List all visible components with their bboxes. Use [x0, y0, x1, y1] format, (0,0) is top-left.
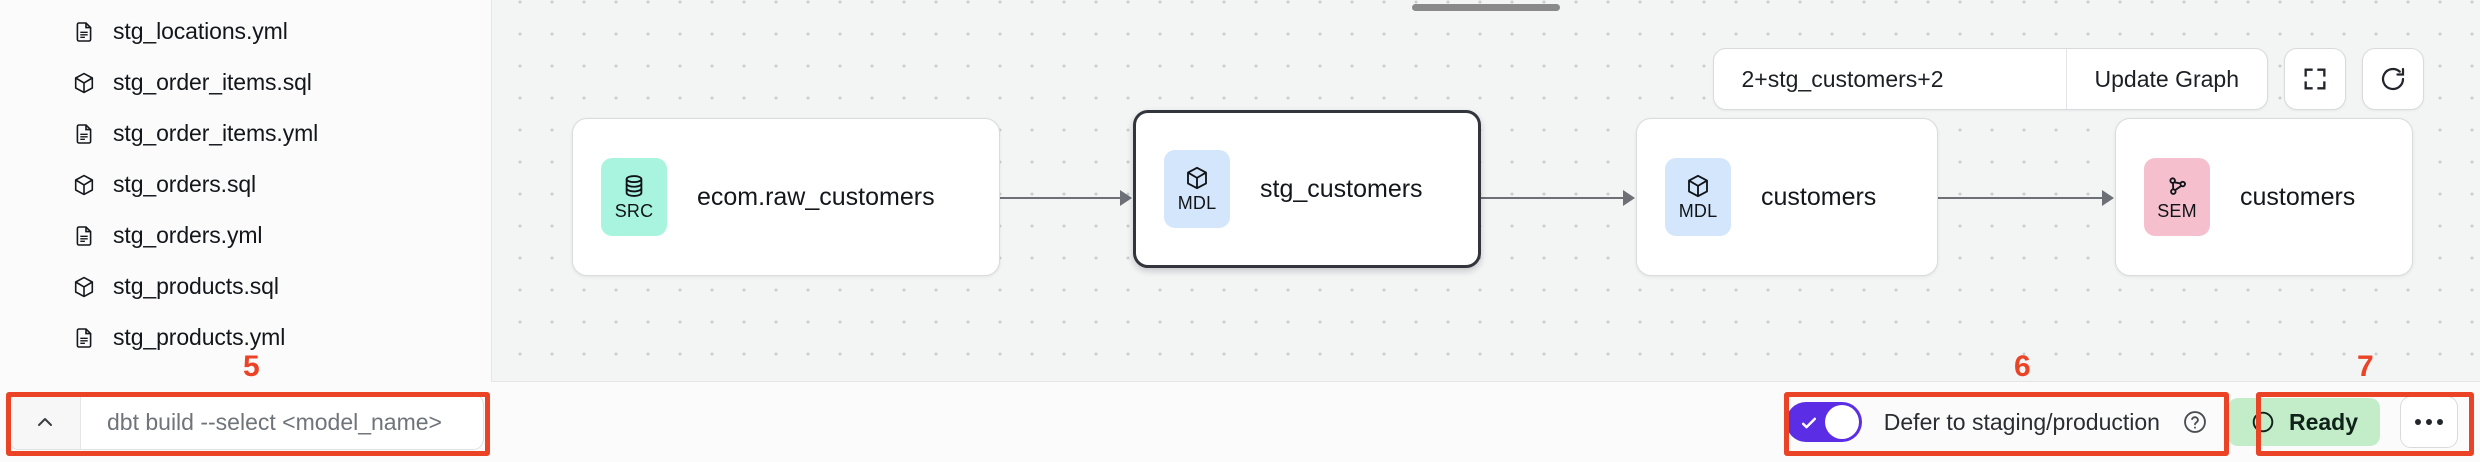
bottom-bar: Defer to staging/production Ready — [0, 382, 2480, 462]
graph-edge — [1000, 197, 1121, 199]
more-options-button[interactable] — [2400, 396, 2458, 448]
command-bar — [8, 394, 484, 450]
command-expand-button[interactable] — [9, 395, 81, 449]
dbt-command-input[interactable] — [81, 395, 483, 449]
command-bar-wrap — [0, 382, 492, 462]
database-icon — [625, 174, 643, 197]
node-label: customers — [1761, 182, 1877, 211]
graph-edge — [1481, 197, 1624, 199]
fullscreen-icon — [2304, 68, 2326, 90]
file-explorer-sidebar[interactable]: stg_locations.yml stg_order_items.sql st… — [0, 0, 492, 382]
status-label: Ready — [2288, 408, 2358, 435]
node-type-badge: MDL — [1665, 158, 1731, 236]
file-list-item-label: stg_orders.yml — [113, 222, 263, 248]
chevron-up-icon — [37, 418, 52, 426]
node-type-badge: SRC — [601, 158, 667, 236]
node-type-label: MDL — [1177, 192, 1217, 213]
graph-node-mdl[interactable]: MDL customers — [1636, 118, 1938, 276]
file-list-item[interactable]: stg_locations.yml — [0, 6, 491, 57]
yml-file-icon — [76, 327, 92, 348]
graph-toolbar: Update Graph — [1712, 48, 2424, 110]
file-list-item-label: stg_products.yml — [113, 324, 286, 350]
defer-label: Defer to staging/production — [1883, 408, 2160, 435]
graph-selector-group: Update Graph — [1712, 48, 2268, 110]
file-list-item[interactable]: stg_orders.yml — [0, 210, 491, 261]
fullscreen-button[interactable] — [2284, 48, 2346, 110]
more-dot — [2426, 419, 2432, 425]
file-list-item[interactable]: stg_products.sql — [0, 261, 491, 312]
graph-selector-input[interactable] — [1713, 49, 2066, 109]
refresh-button[interactable] — [2362, 48, 2424, 110]
graph-node-sem[interactable]: SEM customers — [2115, 118, 2413, 276]
more-dot — [2415, 419, 2421, 425]
graph-node-src[interactable]: SRC ecom.raw_customers — [572, 118, 1000, 276]
node-type-label: MDL — [1678, 200, 1718, 221]
node-type-label: SEM — [2157, 200, 2197, 221]
panel-drag-handle[interactable] — [1412, 4, 1560, 11]
file-list-item-label: stg_products.sql — [113, 273, 279, 299]
status-badge[interactable]: Ready — [2227, 398, 2380, 446]
semantic-icon — [2169, 176, 2186, 195]
file-list: stg_locations.yml stg_order_items.sql st… — [0, 6, 491, 363]
file-list-item[interactable]: stg_orders.sql — [0, 159, 491, 210]
graph-node-stg[interactable]: MDL stg_customers — [1133, 110, 1481, 268]
cube-icon — [1688, 174, 1708, 197]
node-type-badge: SEM — [2144, 158, 2210, 236]
yml-file-icon — [76, 225, 92, 246]
cube-icon — [1187, 166, 1207, 189]
defer-help-button[interactable] — [2182, 409, 2208, 435]
check-icon — [1801, 417, 1816, 429]
node-type-badge: MDL — [1164, 150, 1230, 228]
lineage-graph-panel[interactable]: Update Graph — [492, 0, 2480, 382]
graph-edge-arrow — [1623, 190, 1635, 206]
graph-edge-arrow — [1120, 190, 1132, 206]
file-list-item-label: stg_locations.yml — [113, 18, 288, 44]
more-dot — [2437, 419, 2443, 425]
yml-file-icon — [76, 123, 92, 144]
toolbar-divider — [2065, 49, 2067, 109]
node-type-label: SRC — [614, 200, 654, 221]
refresh-icon — [2381, 67, 2405, 91]
sql-model-icon — [74, 174, 94, 195]
bottom-bar-right: Defer to staging/production Ready — [1785, 382, 2480, 462]
file-list-item-label: stg_orders.sql — [113, 171, 257, 197]
update-graph-button[interactable]: Update Graph — [2067, 49, 2267, 109]
file-list-item[interactable]: stg_order_items.sql — [0, 57, 491, 108]
file-list-item-label: stg_order_items.yml — [113, 120, 319, 146]
file-list-item-label: stg_order_items.sql — [113, 69, 312, 95]
graph-edge-arrow — [2102, 190, 2114, 206]
toggle-knob — [1824, 405, 1859, 439]
help-circle-icon — [2184, 411, 2206, 433]
defer-toggle[interactable] — [1785, 402, 1862, 442]
yml-file-icon — [76, 21, 92, 42]
main-split: stg_locations.yml stg_order_items.sql st… — [0, 0, 2480, 382]
file-list-item[interactable]: stg_products.yml — [0, 312, 491, 363]
defer-group: Defer to staging/production — [1785, 402, 2208, 442]
node-label: ecom.raw_customers — [697, 182, 935, 211]
graph-edge — [1938, 197, 2103, 199]
node-label: stg_customers — [1260, 174, 1423, 203]
sql-model-icon — [74, 72, 94, 93]
status-circle-icon — [2252, 411, 2274, 433]
sql-model-icon — [74, 276, 94, 297]
file-list-item[interactable]: stg_order_items.yml — [0, 108, 491, 159]
node-label: customers — [2240, 182, 2356, 211]
